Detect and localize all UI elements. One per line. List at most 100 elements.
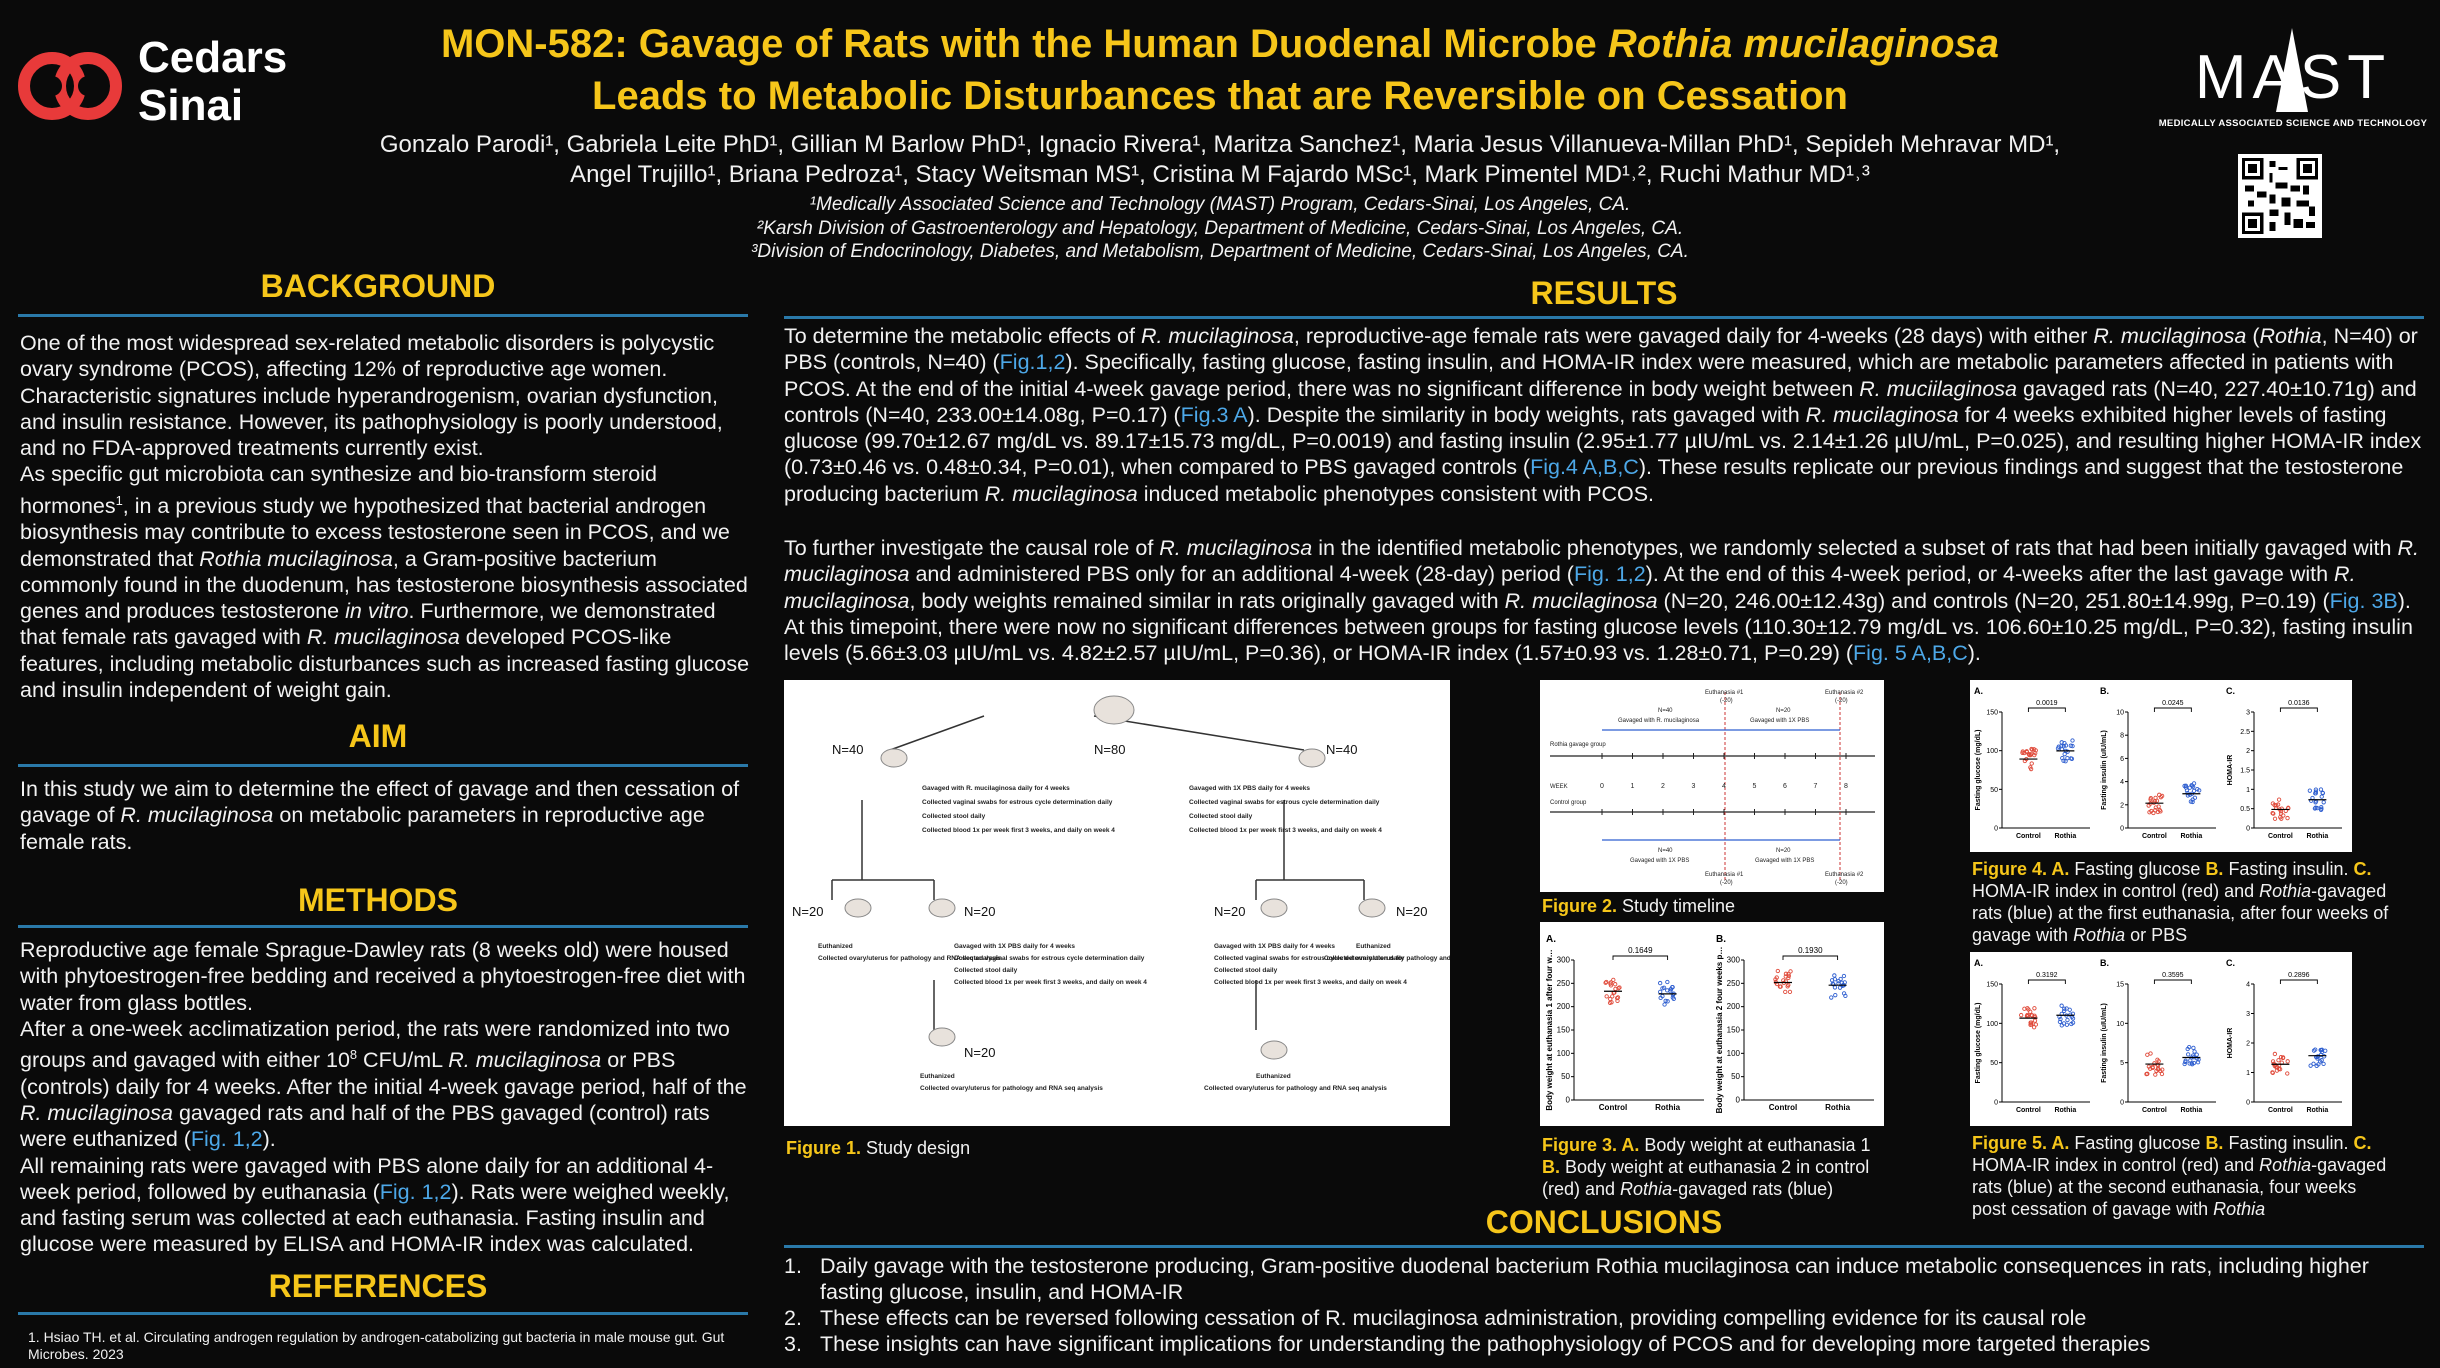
chart-data-point bbox=[2068, 743, 2073, 748]
chart-data-point bbox=[2285, 1071, 2290, 1076]
chart-data-point bbox=[2065, 1017, 2070, 1023]
chart-data-point bbox=[1783, 974, 1788, 979]
results-p1-run: R. muciilaginosa bbox=[1859, 376, 2017, 401]
title-line1: MON-582: Gavage of Rats with the Human D… bbox=[440, 22, 1608, 66]
chart-data-point bbox=[1783, 989, 1788, 994]
results-p2-run: ). bbox=[1967, 641, 1981, 666]
chart-p-value: 0.0136 bbox=[2288, 700, 2310, 707]
chart-data-point bbox=[1608, 980, 1614, 985]
chart-significance-bracket bbox=[2279, 707, 2318, 712]
chart-data-point bbox=[1786, 971, 1791, 977]
affiliation-1: ¹Medically Associated Science and Techno… bbox=[809, 194, 1631, 215]
chart-data-point bbox=[2070, 738, 2075, 743]
chart-y-tick-label: 0.5 bbox=[2240, 806, 2250, 813]
qr-code-icon bbox=[2242, 158, 2318, 234]
fig1-euth-f-2: Collected ovary/uterus for pathology and… bbox=[1204, 1085, 1387, 1092]
affiliation-2: ²Karsh Division of Gastroenterology and … bbox=[756, 217, 1684, 239]
figure-4-caption: Figure 4. A. Fasting glucose B. Fasting … bbox=[1972, 859, 2389, 945]
chart-data-point bbox=[1658, 989, 1663, 995]
chart-data-point bbox=[2319, 1058, 2324, 1063]
chart-category-label: Rothia bbox=[2180, 833, 2202, 840]
methods-rule bbox=[18, 925, 748, 928]
chart-panel-label: B. bbox=[1716, 934, 1726, 945]
chart-significance-bracket bbox=[2027, 979, 2066, 984]
qr-code[interactable] bbox=[2238, 154, 2322, 238]
chart-y-tick-label: 1 bbox=[2246, 787, 2250, 794]
conclusions-rule bbox=[784, 1245, 2424, 1248]
chart-data-point bbox=[2188, 1058, 2193, 1063]
chart-data-point bbox=[2311, 1061, 2316, 1066]
chart-data-point bbox=[2032, 1013, 2037, 1018]
chart-category-label: Control bbox=[2016, 1107, 2041, 1114]
fig1-right-bullet-3: Collected stool daily bbox=[1189, 813, 1253, 820]
chart-y-tick-label: 50 bbox=[1990, 787, 1998, 794]
title-line2: Leads to Metabolic Disturbances that are… bbox=[592, 74, 1848, 118]
chart-y-axis-label: HOMA-IR bbox=[2227, 755, 2234, 786]
chart-data-point bbox=[2192, 1049, 2197, 1054]
results-p1-run: To determine the metabolic effects of bbox=[784, 324, 1141, 348]
fig2-bot-euth1-n: (-20) bbox=[1720, 880, 1733, 886]
chart-y-tick-label: 100 bbox=[1557, 1049, 1571, 1058]
chart-data-point bbox=[1670, 992, 1676, 998]
chart-p-value: 0.3192 bbox=[2036, 972, 2058, 979]
chart-significance-bracket bbox=[1782, 955, 1839, 960]
chart-data-point bbox=[1658, 980, 1663, 986]
results-p1-run: Rothia bbox=[2259, 324, 2322, 348]
chart-category-label: Control bbox=[2016, 833, 2041, 840]
fig2-top-euth2: Euthanasia #2 bbox=[1825, 690, 1864, 696]
chart-y-tick-label: 10 bbox=[2116, 710, 2124, 717]
chart-data-point bbox=[2275, 802, 2281, 807]
results-p1-run: R. mucilaginosa bbox=[2093, 324, 2247, 348]
chart-data-point bbox=[2190, 799, 2195, 805]
chart-category-label: Rothia bbox=[2180, 1107, 2202, 1114]
mast-logo-icon bbox=[2276, 28, 2308, 112]
results-p1-figure-ref: Fig.4 A,B,C bbox=[1530, 455, 1639, 480]
chart-y-axis-label: Fasting insulin (uIU/mL) bbox=[2101, 730, 2108, 810]
chart-data-point bbox=[2274, 1068, 2280, 1073]
poster-title: MON-582: Gavage of Rats with the Human D… bbox=[330, 18, 2110, 122]
chart-data-point bbox=[2271, 811, 2276, 816]
figure-2-caption: Figure 2. Study timeline bbox=[1542, 896, 1736, 916]
chart-data-point bbox=[2155, 1057, 2160, 1062]
chart-y-tick-label: 150 bbox=[1557, 1026, 1571, 1035]
conclusion-run: can induce metabolic consequences in rat… bbox=[820, 1254, 2369, 1304]
results-p1-run: R. mucilaginosa bbox=[1140, 324, 1294, 348]
chart-y-tick-label: 2 bbox=[2246, 748, 2250, 755]
chart-y-tick-label: 3 bbox=[2246, 710, 2250, 717]
chart-data-point bbox=[2032, 1006, 2037, 1011]
chart-data-point bbox=[2055, 746, 2061, 751]
conclusion-run: Rothia mucilaginosa bbox=[1595, 1254, 1790, 1278]
chart-panel-label: C. bbox=[2226, 958, 2235, 968]
chart-data-point bbox=[2312, 806, 2318, 811]
chart-data-point bbox=[2029, 746, 2034, 752]
figure-2-panel: N=40 Gavaged with R. mucilaginosa Euthan… bbox=[1540, 680, 1884, 892]
fig1-left-bullet-3: Collected stool daily bbox=[922, 813, 986, 820]
chart-data-point bbox=[2029, 1022, 2034, 1027]
results-p1-run: ). Specifically, fasting glucose, fastin… bbox=[784, 350, 2394, 401]
fig1-n20-c: N=20 bbox=[1214, 904, 1245, 919]
conclusion-item: 3.These insights can have significant im… bbox=[784, 1331, 2424, 1357]
chart-data-point bbox=[2318, 787, 2324, 792]
fig1-pbs-right-3: Collected stool daily bbox=[1214, 967, 1278, 974]
chart-data-point bbox=[2191, 1060, 2197, 1066]
chart-data-point bbox=[2281, 813, 2286, 818]
chart-y-tick-label: 0 bbox=[1736, 1096, 1741, 1105]
chart-y-axis-label: HOMA-IR bbox=[2227, 1028, 2234, 1059]
chart-y-tick-label: 8 bbox=[2120, 733, 2124, 740]
fig2-week-label: 0 bbox=[1600, 783, 1604, 790]
fig2-row-rothia: Rothia gavage group bbox=[1550, 742, 1606, 748]
conclusion-text: These insights can have significant impl… bbox=[820, 1331, 2150, 1357]
aim-heading: AIM bbox=[348, 718, 408, 754]
chart-y-tick-label: 250 bbox=[1727, 979, 1741, 988]
chart-data-point bbox=[2319, 806, 2324, 811]
chart-panel-label: A. bbox=[1974, 686, 1983, 696]
chart-data-point bbox=[1611, 977, 1616, 983]
fig2-bot-pbs2: Gavaged with 1X PBS bbox=[1755, 858, 1814, 864]
chart-data-point bbox=[2033, 748, 2038, 753]
chart-data-point bbox=[1838, 976, 1843, 982]
chart-y-axis-label: Body weight at euthanasia 2 four weeks p… bbox=[1715, 947, 1724, 1114]
fig1-left-bullet-1: Gavaged with R. mucilaginosa daily for 4… bbox=[922, 785, 1070, 792]
chart-data-point bbox=[2321, 800, 2326, 805]
methods-paragraph-2: After a one-week acclimatization period,… bbox=[20, 1016, 747, 1152]
chart-data-point bbox=[2155, 809, 2161, 815]
